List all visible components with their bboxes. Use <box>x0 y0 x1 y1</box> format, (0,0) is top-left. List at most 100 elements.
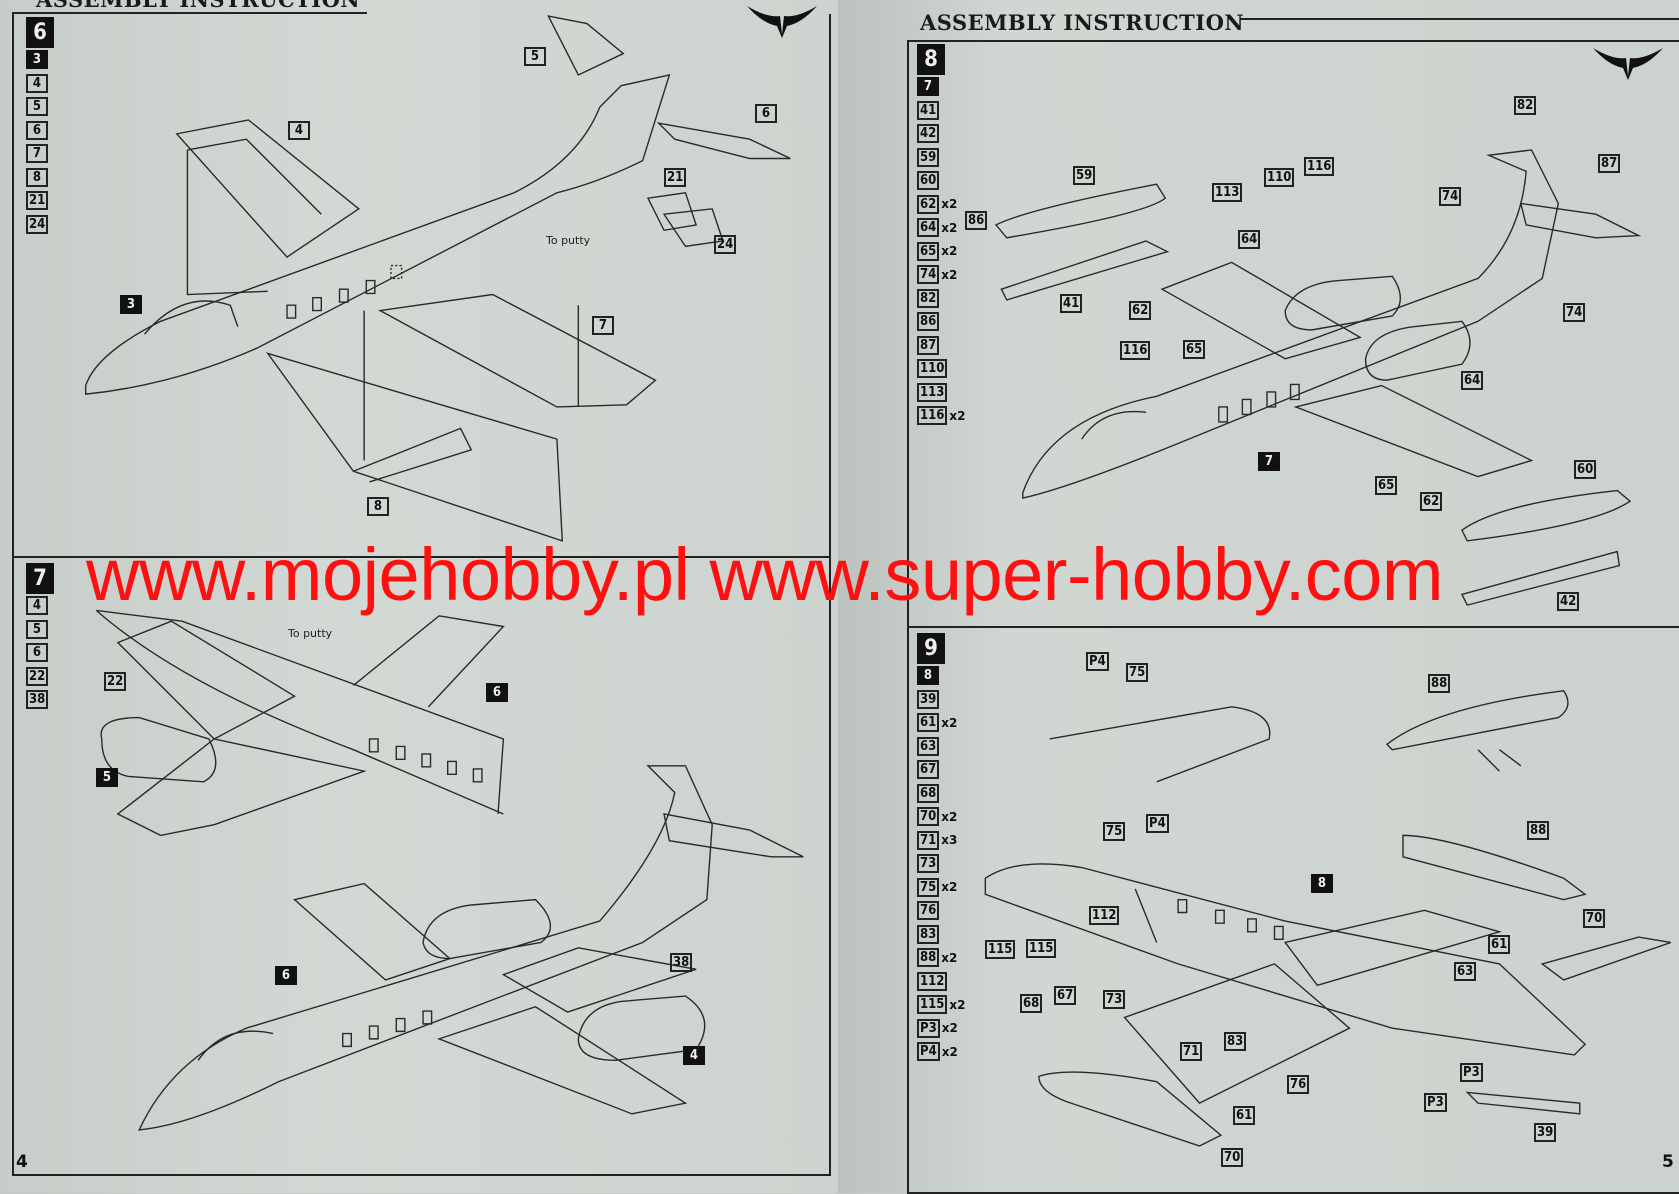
parts-list-item: 87 <box>917 335 966 357</box>
eagle-logo-right <box>1588 40 1668 84</box>
part-quantity: x2 <box>941 880 958 895</box>
step-number-badge: 6 <box>26 17 54 48</box>
callout-part: P4 <box>1146 814 1169 833</box>
parts-list-item: 59 <box>917 147 966 169</box>
part-number: 88 <box>917 948 940 968</box>
part-number: 5 <box>26 619 48 639</box>
parts-list-item: 82 <box>917 288 966 310</box>
subassembly-number: 7 <box>917 77 939 97</box>
left-page-frame <box>12 14 831 1176</box>
parts-list-item: 73 <box>917 853 966 875</box>
part-number: 74 <box>917 265 940 285</box>
part-number: 5 <box>26 97 48 117</box>
callout-part: 88 <box>1527 821 1550 840</box>
callout-part: 116 <box>1120 341 1151 360</box>
step-number-badge: 7 <box>26 563 54 594</box>
page-number-right: 5 <box>1662 1152 1674 1172</box>
part-number: 4 <box>26 596 48 616</box>
callout-subassembly: 7 <box>1258 452 1280 471</box>
part-number: 39 <box>917 689 940 709</box>
to-putty-note: To putty <box>288 627 333 640</box>
callout-part: 116 <box>1304 157 1335 176</box>
callout-part: 70 <box>1583 909 1606 928</box>
parts-list-item: 41 <box>917 100 966 122</box>
parts-list-item: 6 <box>26 120 54 142</box>
part-number: 68 <box>917 783 940 803</box>
part-number: 62 <box>917 194 940 214</box>
parts-list-item: 63 <box>917 736 966 758</box>
callout-part: 4 <box>288 121 310 140</box>
part-number: 22 <box>26 666 49 686</box>
step8-aircraft-drawing <box>994 149 1642 606</box>
callout-part: 65 <box>1183 340 1206 359</box>
callout-part: 70 <box>1221 1148 1244 1167</box>
part-quantity: x2 <box>941 809 958 824</box>
part-quantity: x2 <box>941 1021 958 1036</box>
callout-part: 39 <box>1534 1123 1557 1142</box>
left-page <box>0 0 838 1193</box>
part-number: 4 <box>26 73 48 93</box>
step6-7-divider <box>12 556 829 558</box>
callout-part: 41 <box>1060 294 1083 313</box>
parts-list-item: 42 <box>917 123 966 145</box>
callout-part: 115 <box>1026 939 1057 958</box>
part-number: 112 <box>917 971 948 991</box>
callout-part: 75 <box>1103 822 1126 841</box>
callout-part: 113 <box>1212 183 1243 202</box>
step-number: 8 <box>917 44 945 75</box>
subassembly-number: 3 <box>26 50 48 70</box>
callout-subassembly: 4 <box>683 1046 705 1065</box>
part-number: 70 <box>917 807 940 827</box>
parts-list-item: 3 <box>26 49 54 71</box>
step-number: 9 <box>917 633 945 664</box>
callout-part: P3 <box>1460 1063 1483 1082</box>
callout-part: 68 <box>1020 994 1043 1013</box>
callout-subassembly: 5 <box>96 768 118 787</box>
callout-subassembly: 8 <box>1311 874 1333 893</box>
step-number: 6 <box>26 17 54 48</box>
callout-part: 59 <box>1073 166 1096 185</box>
part-number: 113 <box>917 382 948 402</box>
callout-part: 21 <box>664 168 687 187</box>
eagle-logo-left <box>742 0 822 42</box>
part-number: 71 <box>917 830 940 850</box>
parts-list-item: 8 <box>917 665 966 687</box>
part-number: 61 <box>917 713 940 733</box>
part-number: 63 <box>917 736 940 756</box>
callout-part: 8 <box>367 497 389 516</box>
parts-list-item: 5 <box>26 619 54 641</box>
part-number: 6 <box>26 643 48 663</box>
parts-list-item: 68 <box>917 783 966 805</box>
parts-list-item: 38 <box>26 689 54 711</box>
watermark-text: www.mojehobby.pl www.super-hobby.com <box>86 533 1444 616</box>
part-number: 110 <box>917 359 948 379</box>
part-number: 65 <box>917 241 940 261</box>
parts-list-item: 7 <box>26 143 54 165</box>
callout-part: 38 <box>670 953 693 972</box>
part-quantity: x3 <box>941 833 958 848</box>
left-header-rule <box>12 12 367 14</box>
part-number: 73 <box>917 854 940 874</box>
callout-part: 60 <box>1574 460 1597 479</box>
parts-list-item: 86 <box>917 311 966 333</box>
callout-part: 62 <box>1129 301 1152 320</box>
part-quantity: x2 <box>941 244 958 259</box>
right-header-title: ASSEMBLY INSTRUCTION <box>920 10 1245 35</box>
parts-list-item: 6 <box>26 642 54 664</box>
callout-part: 83 <box>1224 1032 1247 1051</box>
subassembly-number: 8 <box>917 666 939 686</box>
part-number: P4 <box>917 1042 940 1062</box>
part-number: 116 <box>917 406 948 426</box>
callout-part: 64 <box>1461 371 1484 390</box>
part-number: 67 <box>917 760 940 780</box>
